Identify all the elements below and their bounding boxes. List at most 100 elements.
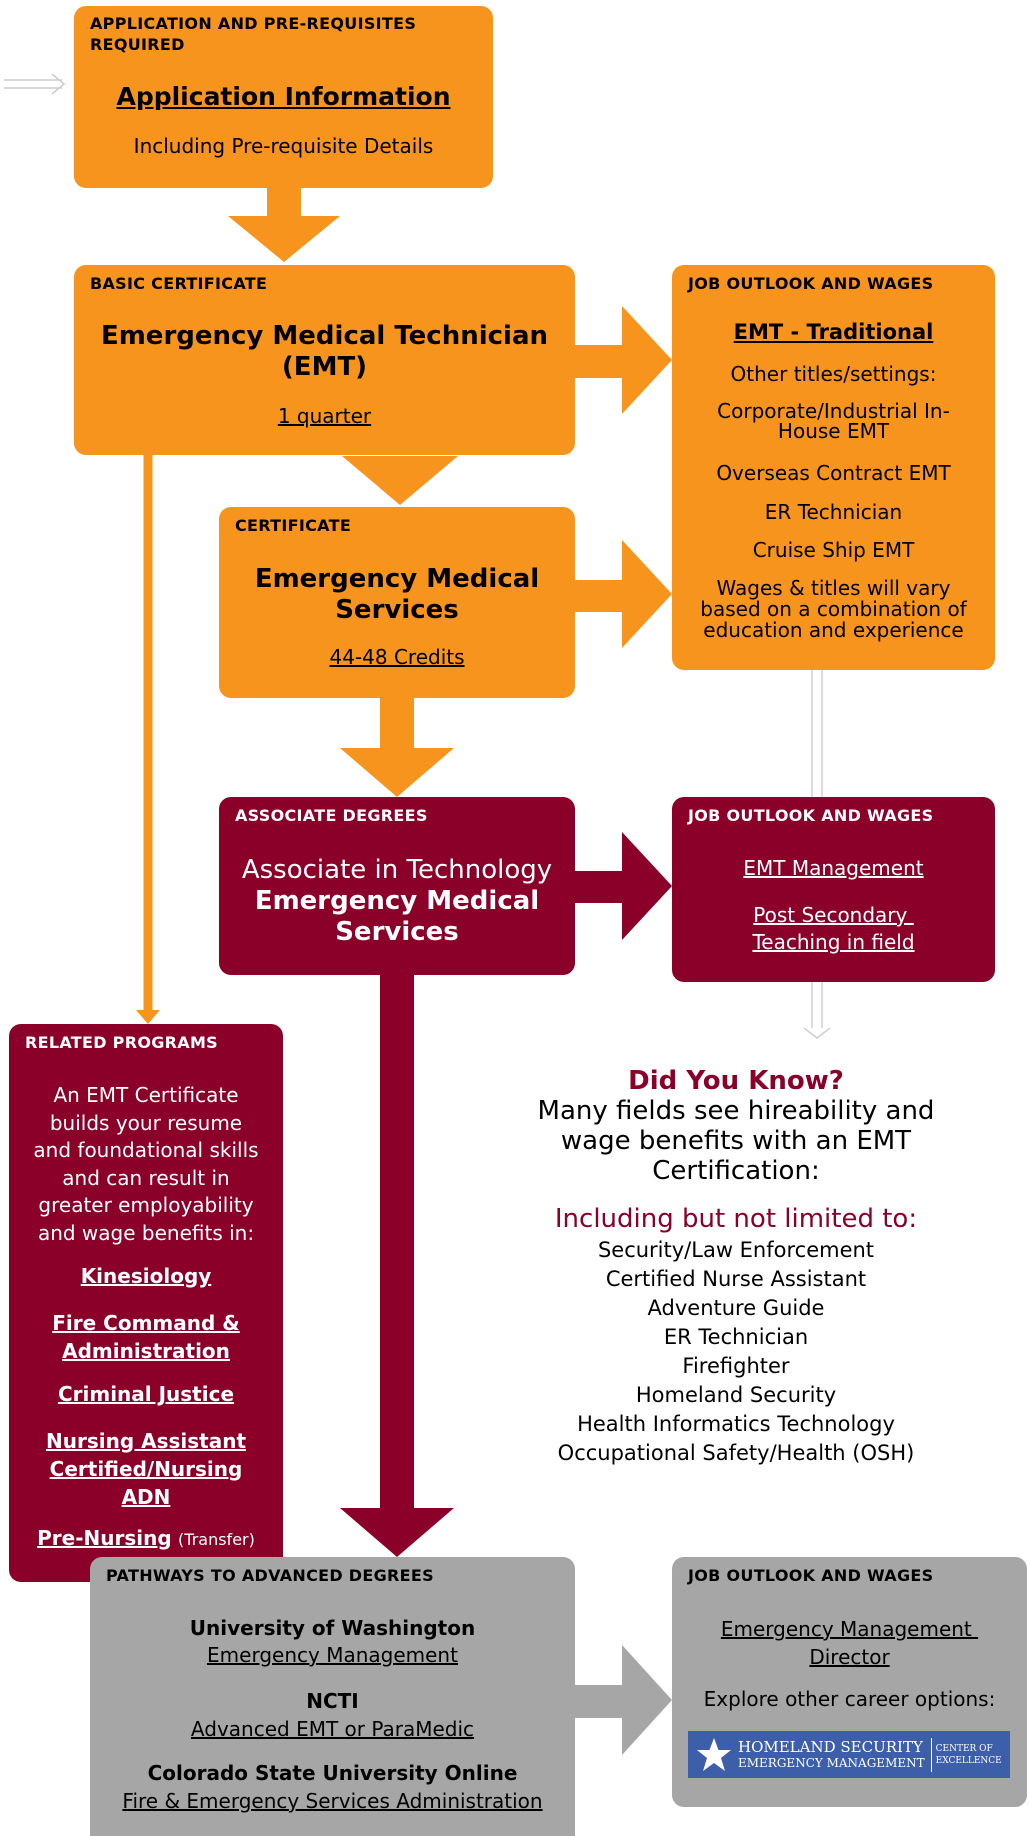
did-you-know-subtitle: Many fields see hireability and wage ben… xyxy=(520,1096,952,1186)
arrow-right-cert-to-jobs xyxy=(575,540,672,648)
ncti-name: NCTI xyxy=(306,1689,359,1713)
associate-degrees-box: ASSOCIATE DEGREES Associate in Technolog… xyxy=(219,797,575,975)
criminal-justice-link[interactable]: Criminal Justice xyxy=(57,1382,235,1406)
dyk-item: Firefighter xyxy=(682,1354,790,1378)
csu-entry: Colorado State University Online Fire & … xyxy=(90,1759,575,1815)
emt-traditional-link[interactable]: EMT - Traditional xyxy=(733,320,934,344)
pre-nursing-link[interactable]: Pre-Nursing xyxy=(37,1526,172,1550)
job-outlook-1-header: JOB OUTLOOK AND WAGES xyxy=(688,274,934,293)
corporate-emt-title: Corporate/Industrial In- House EMT xyxy=(672,401,995,441)
dyk-item: Security/Law Enforcement xyxy=(597,1238,875,1262)
er-technician-title: ER Technician xyxy=(764,500,903,524)
cruise-ship-emt-title: Cruise Ship EMT xyxy=(752,538,915,562)
related-programs-header: RELATED PROGRAMS xyxy=(25,1033,219,1052)
logo-text: HOMELAND SECURITY EMERGENCY MANAGEMENT xyxy=(738,1739,925,1771)
emt-title-line2: (EMT) xyxy=(281,352,368,382)
arrow-down-assoc-to-pathways xyxy=(340,975,454,1557)
wages-note-line3: education and experience xyxy=(703,618,964,642)
nursing-line3: ADN xyxy=(121,1485,171,1509)
did-you-know-section: Did You Know? Many fields see hireabilit… xyxy=(520,1066,952,1468)
application-box-subtitle: Including Pre-requisite Details xyxy=(133,134,434,158)
emt-duration-link[interactable]: 1 quarter xyxy=(277,404,372,428)
star-icon xyxy=(697,1737,731,1771)
related-programs-box: RELATED PROGRAMS An EMT Certificate buil… xyxy=(9,1024,283,1582)
post-secondary-line2: Teaching in field xyxy=(752,930,915,954)
dyk-item: Health Informatics Technology xyxy=(577,1412,895,1436)
emt-title-line1: Emergency Medical Technician xyxy=(100,321,549,351)
nursing-line2: Certified/Nursing xyxy=(49,1457,243,1481)
arrow-down-emt-to-cert xyxy=(342,456,458,505)
nursing-line1: Nursing Assistant xyxy=(45,1429,247,1453)
corporate-emt-line1: Corporate/Industrial In- xyxy=(717,399,950,423)
arrowhead-to-related xyxy=(136,1010,160,1024)
ncti-program-link[interactable]: Advanced EMT or ParaMedic xyxy=(190,1717,475,1741)
ncti-entry: NCTI Advanced EMT or ParaMedic xyxy=(90,1687,575,1743)
csu-program-link[interactable]: Fire & Emergency Services Administration xyxy=(122,1789,543,1813)
logo-line2: EMERGENCY MANAGEMENT xyxy=(738,1755,925,1770)
pathways-header: PATHWAYS TO ADVANCED DEGREES xyxy=(106,1566,434,1585)
related-intro-line5: greater employability xyxy=(38,1193,254,1217)
job-outlook-box-2: JOB OUTLOOK AND WAGES EMT Management Pos… xyxy=(672,797,995,982)
logo-side1: CENTER OF xyxy=(935,1743,993,1754)
wages-note: Wages & titles will vary based on a comb… xyxy=(672,578,995,641)
logo-line1: HOMELAND SECURITY xyxy=(738,1737,923,1756)
wages-note-line1: Wages & titles will vary xyxy=(716,576,951,600)
logo-divider xyxy=(930,1737,932,1772)
application-box: APPLICATION AND PRE-REQUISITES REQUIRED … xyxy=(74,6,493,188)
did-you-know-list: Security/Law Enforcement Certified Nurse… xyxy=(520,1236,952,1468)
dyk-item: Occupational Safety/Health (OSH) xyxy=(557,1441,915,1465)
logo-side2: EXCELLENCE xyxy=(935,1755,1002,1766)
associate-line1: Associate in Technology xyxy=(241,855,553,885)
application-box-header: APPLICATION AND PRE-REQUISITES REQUIRED xyxy=(90,14,417,54)
related-intro-line4: and can result in xyxy=(62,1165,230,1190)
uw-entry: University of Washington Emergency Manag… xyxy=(90,1615,575,1669)
ems-title-line1: Emergency Medical xyxy=(254,564,540,594)
dyk-item: ER Technician xyxy=(663,1325,809,1349)
emd-line2: Director xyxy=(809,1645,890,1669)
post-secondary-line1: Post Secondary xyxy=(753,903,914,927)
arrow-right-assoc-to-jobs xyxy=(575,832,672,940)
emt-management-link[interactable]: EMT Management xyxy=(743,856,924,880)
dyk-sub-line3: Certification: xyxy=(652,1156,820,1186)
emt-title: Emergency Medical Technician (EMT) xyxy=(74,321,575,383)
dyk-item: Certified Nurse Assistant xyxy=(605,1267,867,1291)
dyk-sub-line2: wage benefits with an EMT xyxy=(560,1126,912,1156)
related-intro-line3: and foundational skills xyxy=(33,1138,259,1162)
ems-credits-link[interactable]: 44-48 Credits xyxy=(329,645,465,669)
uw-name: University of Washington xyxy=(189,1616,476,1640)
certificate-header: CERTIFICATE xyxy=(235,516,352,535)
ems-title-line2: Services xyxy=(335,595,459,625)
related-intro: An EMT Certificate builds your resume an… xyxy=(9,1082,283,1247)
pre-nursing-row: Pre-Nursing (Transfer) xyxy=(9,1526,283,1550)
fire-command-line2: Administration xyxy=(62,1339,230,1363)
arrow-down-app-to-emt xyxy=(228,186,340,262)
other-titles-label: Other titles/settings: xyxy=(730,362,937,386)
dyk-sub-line1: Many fields see hireability and xyxy=(537,1096,935,1126)
kinesiology-link[interactable]: Kinesiology xyxy=(80,1264,212,1288)
associate-title: Associate in Technology Emergency Medica… xyxy=(219,855,575,948)
application-info-link[interactable]: Application Information xyxy=(116,82,451,111)
uw-program-link[interactable]: Emergency Management xyxy=(207,1643,458,1667)
homeland-security-logo[interactable]: HOMELAND SECURITY EMERGENCY MANAGEMENT C… xyxy=(688,1731,1010,1778)
did-you-know-title: Did You Know? xyxy=(628,1066,844,1096)
arrow-right-emt-to-jobs xyxy=(575,306,672,414)
wages-note-line2: based on a combination of xyxy=(700,597,967,621)
dyk-item: Homeland Security xyxy=(635,1383,837,1407)
emergency-management-director-link[interactable]: Emergency Management Director xyxy=(672,1615,1027,1671)
transfer-label: (Transfer) xyxy=(178,1530,255,1549)
related-intro-line2: builds your resume xyxy=(49,1110,243,1135)
fire-command-line1: Fire Command & xyxy=(52,1311,240,1335)
post-secondary-teaching-link[interactable]: Post Secondary Teaching in field xyxy=(672,902,995,956)
arrow-right-pathways-to-jobs xyxy=(575,1645,672,1755)
dyk-item: Adventure Guide xyxy=(647,1296,825,1320)
emd-line1: Emergency Management xyxy=(720,1617,979,1641)
fire-command-link[interactable]: Fire Command & Administration xyxy=(9,1309,283,1365)
certificate-box: CERTIFICATE Emergency Medical Services 4… xyxy=(219,507,575,698)
related-intro-line1: An EMT Certificate xyxy=(53,1083,239,1107)
associate-degrees-header: ASSOCIATE DEGREES xyxy=(235,806,428,825)
csu-name: Colorado State University Online xyxy=(147,1761,518,1785)
nursing-link[interactable]: Nursing Assistant Certified/Nursing ADN xyxy=(9,1427,283,1511)
pathways-box: PATHWAYS TO ADVANCED DEGREES University … xyxy=(90,1557,575,1836)
basic-certificate-box: BASIC CERTIFICATE Emergency Medical Tech… xyxy=(74,265,575,455)
